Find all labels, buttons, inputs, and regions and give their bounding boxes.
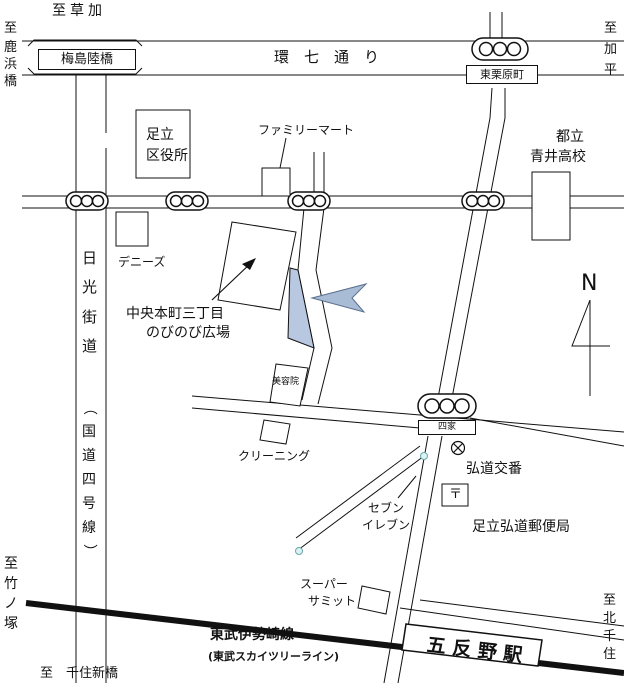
- plaza-pointer: [211, 261, 253, 301]
- ward-office-building: [135, 109, 191, 179]
- ward-office-label-1: 足立: [146, 127, 174, 143]
- curvy-road: [297, 152, 333, 405]
- dennys-label: デニーズ: [118, 255, 166, 269]
- yotsuya-label: 四家: [418, 420, 476, 435]
- plaza-label-2: のびのび広場: [146, 325, 230, 341]
- dennys-building: [115, 211, 149, 247]
- diagonal-main-road: [383, 12, 506, 683]
- seven-eleven-label-1: セブン: [368, 501, 405, 515]
- traffic-light-familymart: [287, 191, 331, 211]
- seven-eleven-dot: [420, 452, 428, 460]
- traffic-light-yotsuya: [417, 393, 477, 419]
- family-mart-leader: [279, 137, 287, 169]
- traffic-light-diagonal: [461, 191, 505, 211]
- post-office-building: [441, 483, 469, 507]
- family-mart-label: ファミリーマート: [258, 123, 355, 137]
- station-box: [401, 623, 543, 667]
- post-office-label: 足立弘道郵便局: [472, 519, 570, 535]
- cleaning-building: [259, 419, 291, 445]
- koban-label: 弘道交番: [466, 461, 522, 477]
- seven-eleven-leader: [397, 475, 417, 499]
- nikko-kaido-road: [75, 75, 107, 683]
- umejima-rikkyo-label: 梅島陸橋: [38, 49, 136, 70]
- supermarket-label-1: スーパー: [300, 577, 348, 591]
- plaza-label-1: 中央本町三丁目: [126, 306, 224, 322]
- higashi-kurihara-label: 東栗原町: [466, 65, 538, 84]
- dest-kasenbashi: 至 鹿 浜 橋: [4, 21, 18, 89]
- dest-takenotsuka: 至 竹 ノ 塚: [4, 556, 18, 633]
- plaza-outline: [217, 221, 297, 311]
- aoi-label-1: 都立: [556, 129, 584, 145]
- north-arrow: [571, 299, 610, 396]
- plaza-area: [287, 267, 315, 349]
- side-street: [295, 445, 425, 551]
- dest-kahei: 至 加 平: [604, 21, 618, 78]
- koban-icon: [450, 440, 466, 456]
- north-label: N: [581, 271, 598, 296]
- lower-road: [191, 395, 624, 447]
- salon-building: [269, 363, 309, 407]
- dest-kitasenju: 至 北 千 住: [603, 593, 617, 662]
- railway-line-label: 東武伊勢崎線: [210, 627, 294, 643]
- nikko-label: 日 光 街 道: [82, 249, 98, 355]
- family-mart-building: [261, 167, 291, 197]
- railway-subname-label: (東武スカイツリーライン): [208, 650, 340, 663]
- lower-right-road: [399, 599, 624, 641]
- salon-label: 美容院: [272, 377, 300, 387]
- post-mark: 〒: [449, 487, 463, 502]
- kan7-label: 環 七 通 り: [274, 48, 380, 66]
- supermarket-building: [357, 585, 391, 615]
- aoi-high-school-building: [531, 171, 571, 241]
- cleaning-label: クリーニング: [238, 449, 311, 463]
- ward-office-label-2: 区役所: [146, 148, 188, 164]
- traffic-light-nikko: [65, 191, 109, 211]
- dest-kusaka: 至草加: [52, 3, 106, 19]
- traffic-light-kan7: [471, 37, 529, 61]
- plaza-pointer-head: [242, 258, 256, 270]
- side-street-dot: [295, 547, 303, 555]
- location-arrow: [310, 283, 368, 313]
- traffic-light-ward: [165, 191, 209, 211]
- aoi-label-2: 青井高校: [530, 149, 586, 165]
- kokudo4-label: （ 国 道 四 号 線 ）: [81, 401, 98, 558]
- supermarket-label-2: サミット: [308, 594, 357, 608]
- umejima-bracket: [27, 39, 143, 75]
- seven-eleven-label-2: イレブン: [362, 518, 411, 532]
- dest-senjushinbashi: 至 千住新橋: [40, 666, 119, 681]
